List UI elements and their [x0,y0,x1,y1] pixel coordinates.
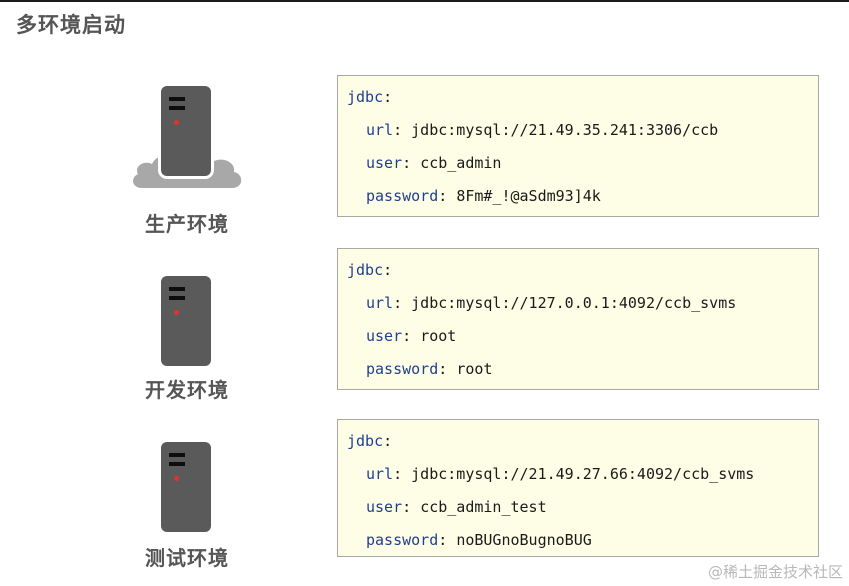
password-value: 8Fm#_!@aSdm93]4k [456,187,601,205]
status-led-icon [174,310,179,315]
server-icon [161,276,211,366]
env-development: 开发环境 [120,276,254,406]
env-test: 测试环境 [120,442,254,572]
env-production: 生产环境 [120,78,254,238]
watermark: @稀土掘金技术社区 [707,563,843,581]
page-title: 多环境启动 [16,13,126,37]
status-led-icon [174,120,179,125]
server-icon [161,442,211,532]
config-user-line: user: ccb_admin_test [366,498,547,516]
config-root-line: jdbc: [347,88,393,106]
user-value: root [420,327,457,345]
env-label: 测试环境 [145,546,229,570]
config-url-line: url: jdbc:mysql://127.0.0.1:4092/ccb_svm… [366,294,737,312]
url-value: jdbc:mysql://21.49.27.66:4092/ccb_svms [411,465,755,483]
config-password-line: password: root [366,360,493,378]
config-password-line: password: 8Fm#_!@aSdm93]4k [366,187,601,205]
url-value: jdbc:mysql://21.49.35.241:3306/ccb [411,121,719,139]
config-block-development: jdbc: url: jdbc:mysql://127.0.0.1:4092/c… [337,248,819,390]
password-value: noBUGnoBugnoBUG [456,531,592,549]
env-label: 生产环境 [145,212,229,236]
url-value: jdbc:mysql://127.0.0.1:4092/ccb_svms [411,294,737,312]
config-user-line: user: root [366,327,457,345]
password-value: root [456,360,493,378]
config-block-production: jdbc: url: jdbc:mysql://21.49.35.241:330… [337,75,819,217]
top-divider [0,0,849,2]
user-value: ccb_admin_test [420,498,547,516]
config-root-line: jdbc: [347,432,393,450]
config-root-line: jdbc: [347,261,393,279]
config-password-line: password: noBUGnoBugnoBUG [366,531,592,549]
config-block-test: jdbc: url: jdbc:mysql://21.49.27.66:4092… [337,419,819,557]
config-user-line: user: ccb_admin [366,154,502,172]
env-label: 开发环境 [145,378,229,402]
status-led-icon [174,476,179,481]
user-value: ccb_admin [420,154,502,172]
server-icon [161,86,211,176]
config-url-line: url: jdbc:mysql://21.49.27.66:4092/ccb_s… [366,465,755,483]
config-url-line: url: jdbc:mysql://21.49.35.241:3306/ccb [366,121,719,139]
